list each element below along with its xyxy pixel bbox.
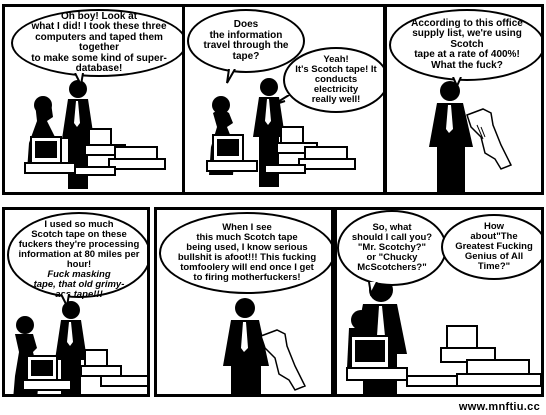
comic-panel-5: When I see this much Scotch tape being u… (154, 207, 334, 397)
speech-bubble: Oh boy! Look at what I did! I took these… (11, 9, 183, 77)
speech-text: According to this office supply list, we… (411, 17, 523, 71)
speech-text: How about"The Greatest Fucking Genius of… (455, 221, 533, 272)
panel-5-art (223, 276, 307, 394)
speech-bubble: According to this office supply list, we… (389, 9, 541, 81)
bubble-tail (60, 294, 70, 308)
speech-bubble-question: So, what should I call you? "Mr. Scotchy… (337, 210, 447, 286)
speech-bubble: I used so much Scotch tape on these fuck… (7, 210, 147, 300)
bubble-tail (74, 73, 84, 87)
bubble-tail (368, 282, 378, 296)
speech-bubble-answer: How about"The Greatest Fucking Genius of… (441, 214, 541, 280)
speech-text: Does the information travel through the … (203, 19, 289, 62)
bubble-tail (272, 95, 290, 106)
bubble-tail (452, 77, 462, 87)
speech-text: Yeah! It's Scotch tape! It conducts elec… (295, 54, 377, 105)
speech-bubble-answer: Yeah! It's Scotch tape! It conducts elec… (283, 47, 383, 113)
speech-bubble: When I see this much Scotch tape being u… (159, 212, 331, 294)
comic-panel-4: I used so much Scotch tape on these fuck… (2, 207, 150, 397)
speech-bubble-question: Does the information travel through the … (187, 9, 305, 73)
speech-text-regular: I used so much Scotch tape on these fuck… (18, 219, 140, 270)
speech-text: So, what should I call you? "Mr. Scotchy… (351, 222, 433, 273)
comic-panel-3: According to this office supply list, we… (384, 4, 544, 195)
comic-panel-6: So, what should I call you? "Mr. Scotchy… (334, 207, 544, 397)
speech-text: When I see this much Scotch tape being u… (177, 222, 317, 283)
speech-text: Oh boy! Look at what I did! I took these… (31, 10, 167, 74)
bubble-tail (226, 69, 236, 84)
speech-text: I used so much Scotch tape on these fuck… (19, 210, 140, 300)
speech-text-italic: Fuck masking tape, that old grimy- ass t… (33, 269, 125, 300)
panel-4-art (13, 301, 147, 394)
watermark: www.mnftiu.cc (458, 401, 540, 413)
panel-2-art (206, 78, 356, 187)
panel-3-art (429, 81, 513, 192)
comic-panel-2: Does the information travel through the … (182, 4, 386, 195)
comic-panel-1: Oh boy! Look at what I did! I took these… (2, 4, 186, 195)
panel-1-art (24, 80, 166, 189)
